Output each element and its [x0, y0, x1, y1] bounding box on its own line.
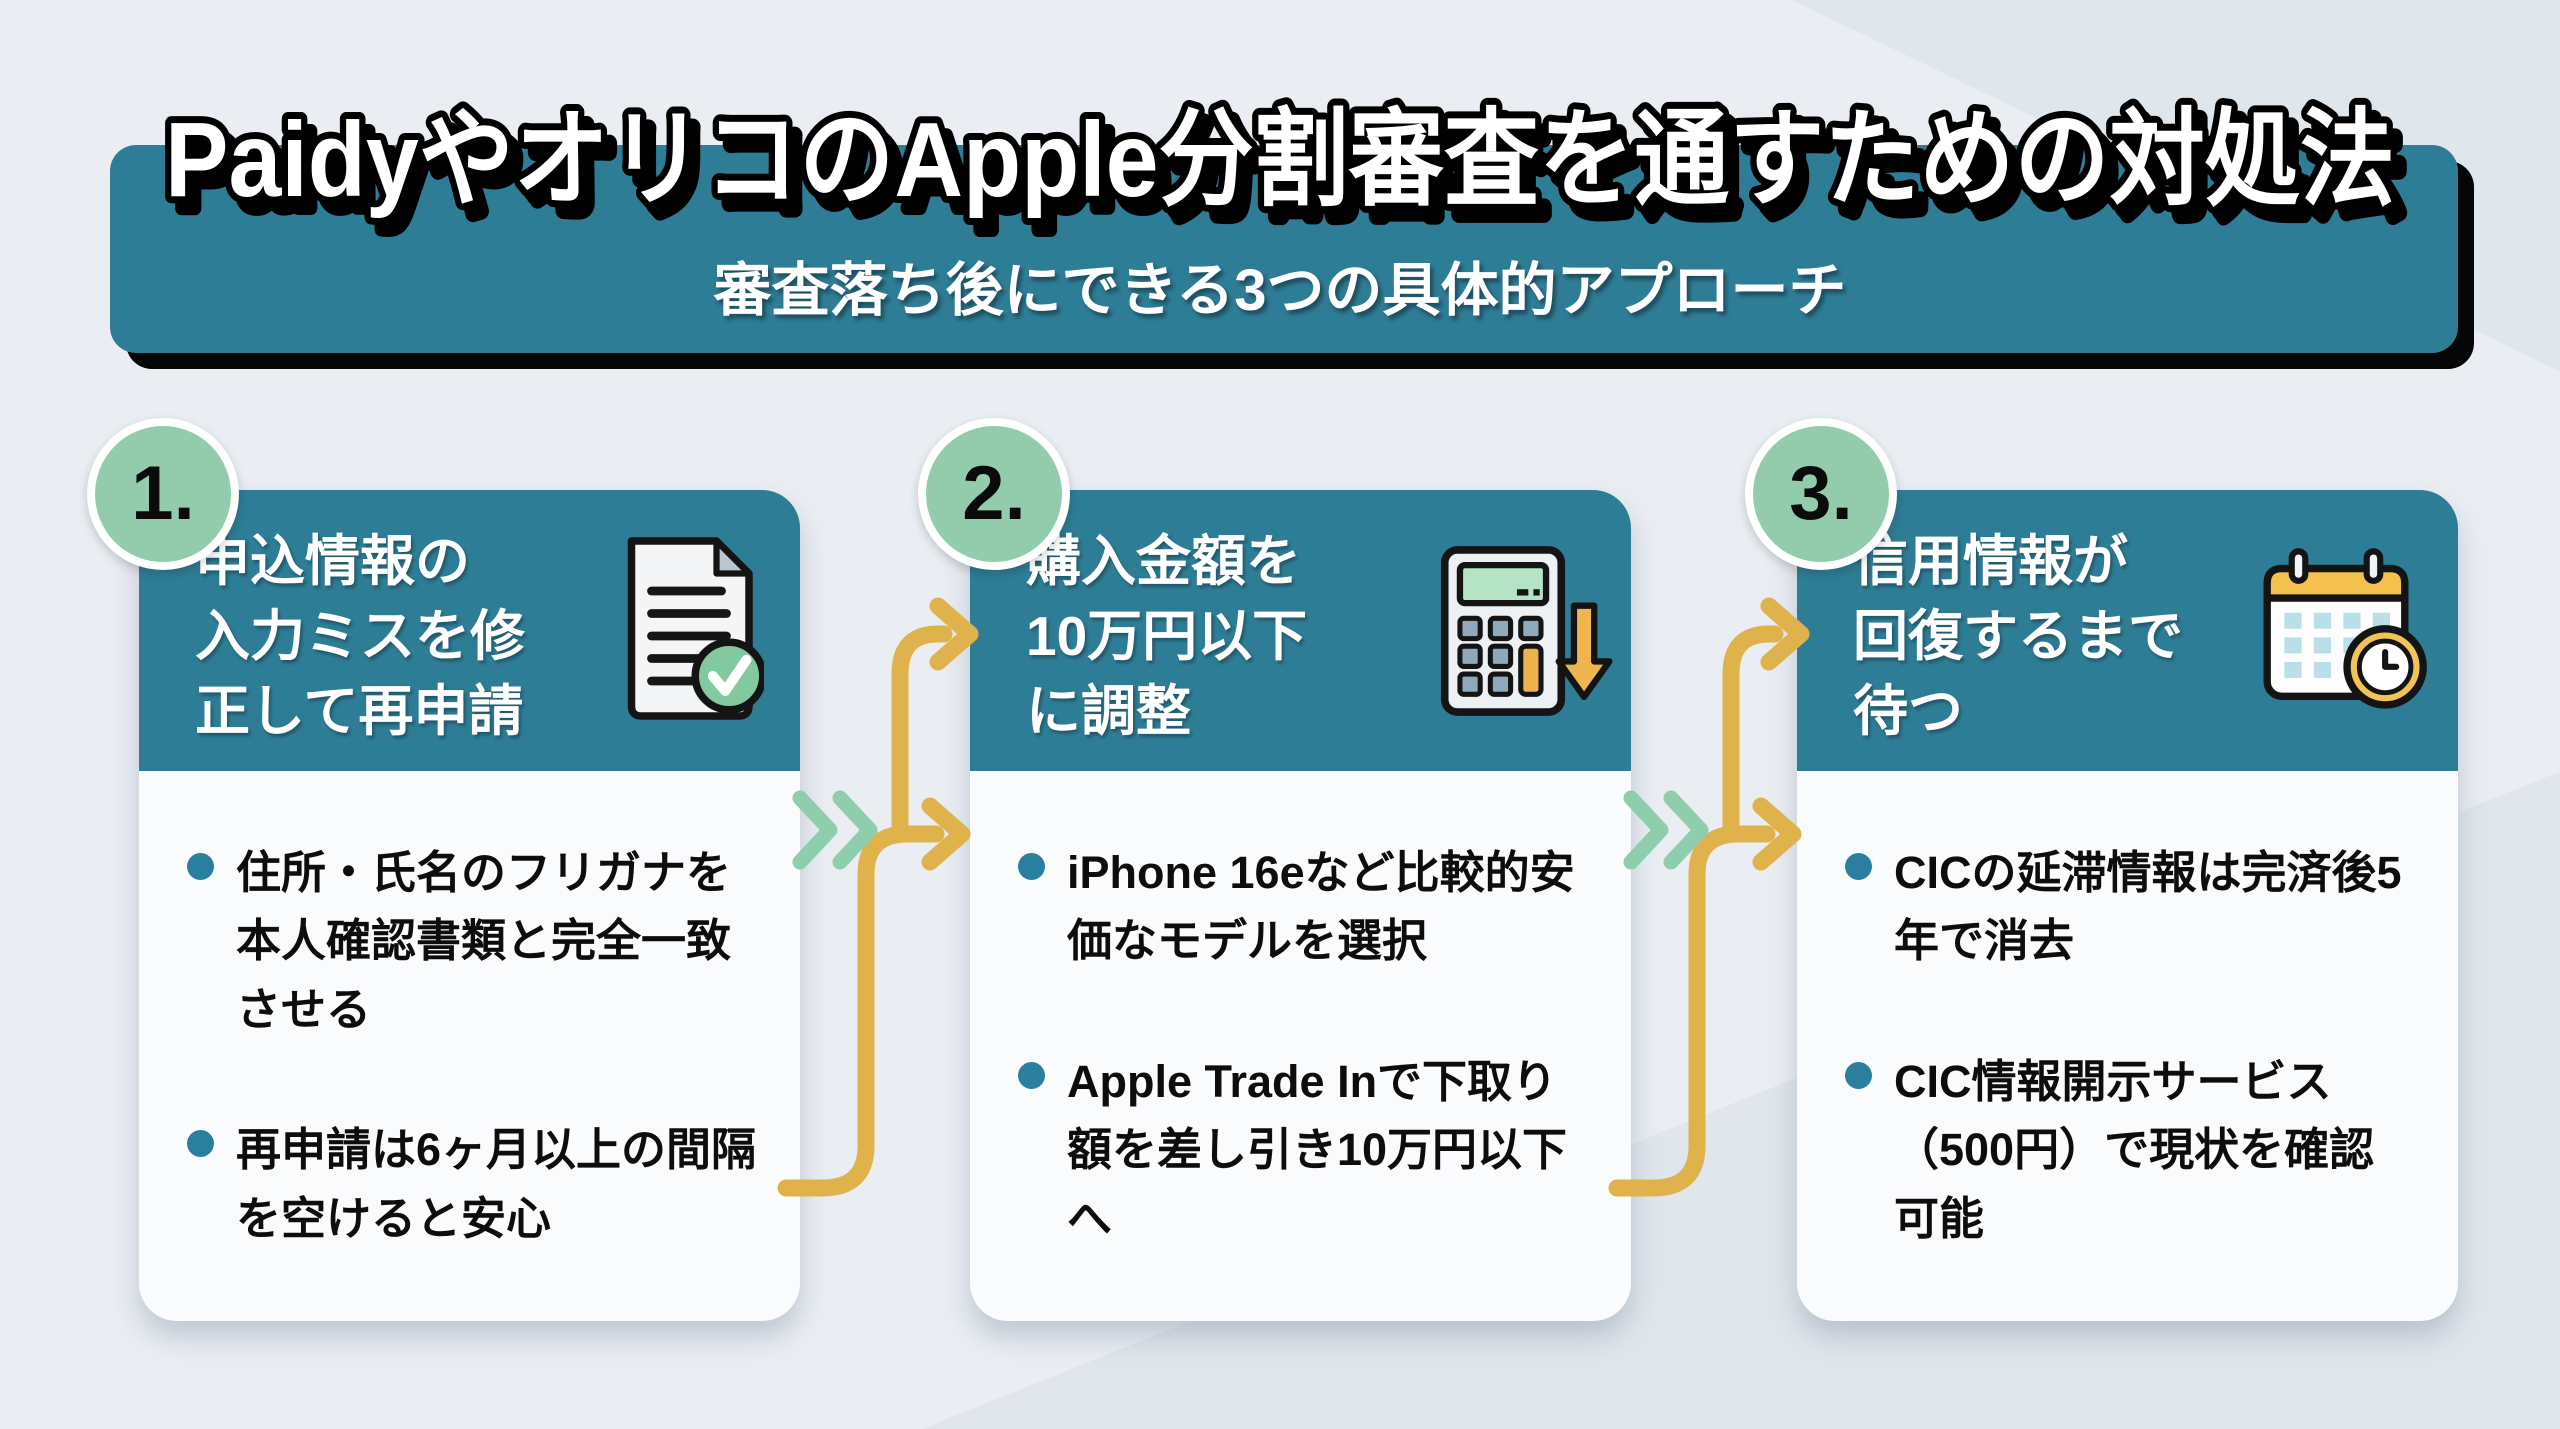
- bullet-item: 再申請は6ヶ月以上の間隔を空けると安心: [187, 1116, 760, 1253]
- step-card-3-body: CICの延滞情報は完済後5年で消去 CIC情報開示サービス（500円）で現状を確…: [1797, 771, 2458, 1253]
- main-title: PaidyやオリコのApple分割審査を通すための対処法 PaidyやオリコのA…: [158, 94, 2412, 238]
- step-number: 3.: [1789, 451, 1853, 536]
- bullet-dot: [187, 1130, 214, 1158]
- bullet-text: 住所・氏名のフリガナを本人確認書類と完全一致させる: [236, 847, 732, 1035]
- step-card-1: 申込情報の 入力ミスを修 正して再申請 住所・氏名のフリガナを本人確認書類と完全…: [139, 490, 800, 1321]
- step-number: 1.: [131, 451, 195, 536]
- bullet-item: CICの延滞情報は完済後5年で消去: [1845, 839, 2418, 976]
- bullet-dot: [187, 853, 214, 880]
- arrow-shaft: [777, 825, 945, 1197]
- main-title-shadow: PaidyやオリコのApple分割審査を通すための対処法: [175, 113, 2405, 231]
- step-number-badge-2: 2.: [918, 418, 1070, 570]
- step-number-badge-1: 1.: [87, 418, 239, 570]
- step-card-3-header: 信用情報が 回復するまで 待つ: [1797, 490, 2458, 771]
- step-card-2: 購入金額を 10万円以下 に調整 iPhone 16eなど比較的安価なモデルを選…: [970, 490, 1631, 1321]
- step-card-1-title: 申込情報の 入力ミスを修 正して再申請: [195, 530, 526, 742]
- calculator-decrease-icon: [1440, 546, 1613, 716]
- double-chevron-icon: [792, 790, 878, 870]
- title-banner: [110, 145, 2458, 353]
- step-card-1-body: 住所・氏名のフリガナを本人確認書類と完全一致させる 再申請は6ヶ月以上の間隔を空…: [139, 771, 800, 1253]
- bullet-dot: [1018, 853, 1045, 880]
- bullet-dot: [1845, 853, 1872, 880]
- arrowhead-mid: [921, 797, 971, 871]
- arrow-upper-shaft: [891, 625, 953, 843]
- step-card-1-header: 申込情報の 入力ミスを修 正して再申請: [139, 490, 800, 771]
- bullet-item: Apple Trade Inで下取り額を差し引き10万円以下へ: [1018, 1048, 1591, 1253]
- step-card-2-header: 購入金額を 10万円以下 に調整: [970, 490, 1631, 771]
- step-card-3: 信用情報が 回復するまで 待つ CICの延滞情報は完済後5年で消去: [1797, 490, 2458, 1321]
- main-title-text: PaidyやオリコのApple分割審査を通すための対処法: [165, 101, 2395, 219]
- bullet-item: CIC情報開示サービス（500円）で現状を確認可能: [1845, 1048, 2418, 1253]
- step-card-2-body: iPhone 16eなど比較的安価なモデルを選択 Apple Trade Inで…: [970, 771, 1631, 1253]
- bullet-dot: [1018, 1061, 1045, 1089]
- step-number-badge-3: 3.: [1745, 418, 1897, 570]
- subtitle: 審査落ち後にできる3つの具体的アプローチ: [713, 258, 1847, 323]
- document-check-icon: [627, 537, 764, 720]
- bullet-dot: [1845, 1061, 1872, 1089]
- bullet-text: iPhone 16eなど比較的安価なモデルを選択: [1067, 847, 1575, 967]
- bullet-text: CICの延滞情報は完済後5年で消去: [1894, 847, 2402, 967]
- calendar-clock-icon: [2263, 548, 2427, 709]
- flow-arrow-1: [777, 597, 979, 1197]
- bullet-text: 再申請は6ヶ月以上の間隔を空けると安心: [236, 1124, 757, 1244]
- bullet-item: 住所・氏名のフリガナを本人確認書類と完全一致させる: [187, 839, 760, 1044]
- bullet-text: CIC情報開示サービス（500円）で現状を確認可能: [1894, 1055, 2375, 1244]
- flow-arrow-2: [1617, 606, 1801, 1188]
- step-card-2-title: 購入金額を 10万円以下 に調整: [1026, 530, 1308, 742]
- step-card-3-title: 信用情報が 回復するまで 待つ: [1853, 530, 2184, 742]
- bullet-text: Apple Trade Inで下取り額を差し引き10万円以下へ: [1067, 1055, 1568, 1244]
- arrowhead-top: [929, 597, 979, 671]
- bullet-item: iPhone 16eなど比較的安価なモデルを選択: [1018, 839, 1591, 976]
- step-number: 2.: [962, 451, 1026, 536]
